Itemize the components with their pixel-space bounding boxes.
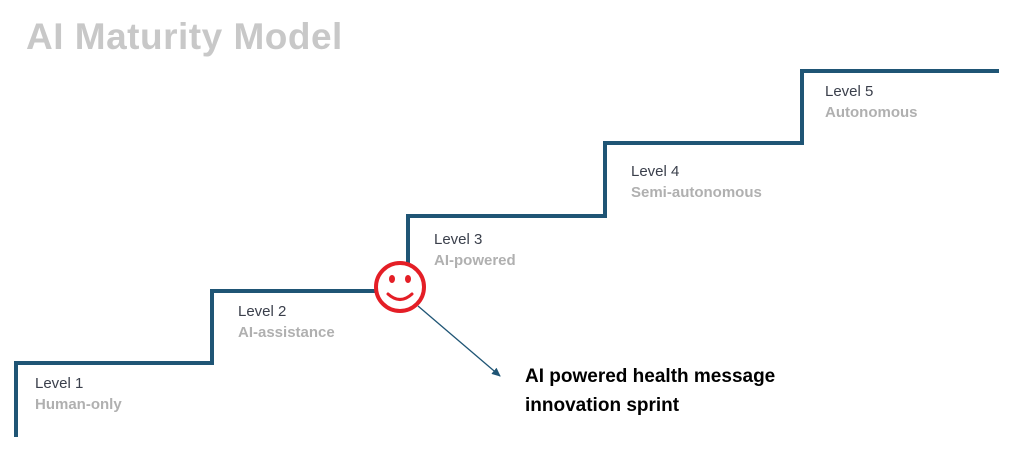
level-2-label: Level 2 AI-assistance: [238, 302, 335, 344]
level-3-name: Level 3: [434, 231, 483, 248]
level-4-label: Level 4 Semi-autonomous: [631, 162, 762, 204]
level-1-description: Human-only: [35, 396, 122, 413]
smiley-face-icon: [374, 261, 426, 313]
level-4-name: Level 4: [631, 163, 680, 180]
staircase-line: [14, 69, 999, 437]
level-5-label: Level 5 Autonomous: [825, 82, 917, 124]
level-3-description: AI-powered: [434, 252, 516, 269]
diagram-title: AI Maturity Model: [26, 16, 343, 57]
level-4-description: Semi-autonomous: [631, 184, 762, 201]
level-1-label: Level 1 Human-only: [35, 374, 122, 416]
level-5-name: Level 5: [825, 83, 874, 100]
level-1-name: Level 1: [35, 375, 84, 392]
callout-text: AI powered health message innovation spr…: [525, 366, 776, 416]
level-2-description: AI-assistance: [238, 324, 335, 341]
level-3-label: Level 3 AI-powered: [434, 230, 516, 272]
level-5-description: Autonomous: [825, 104, 918, 121]
callout-arrow: [417, 305, 501, 377]
level-2-name: Level 2: [238, 303, 287, 320]
